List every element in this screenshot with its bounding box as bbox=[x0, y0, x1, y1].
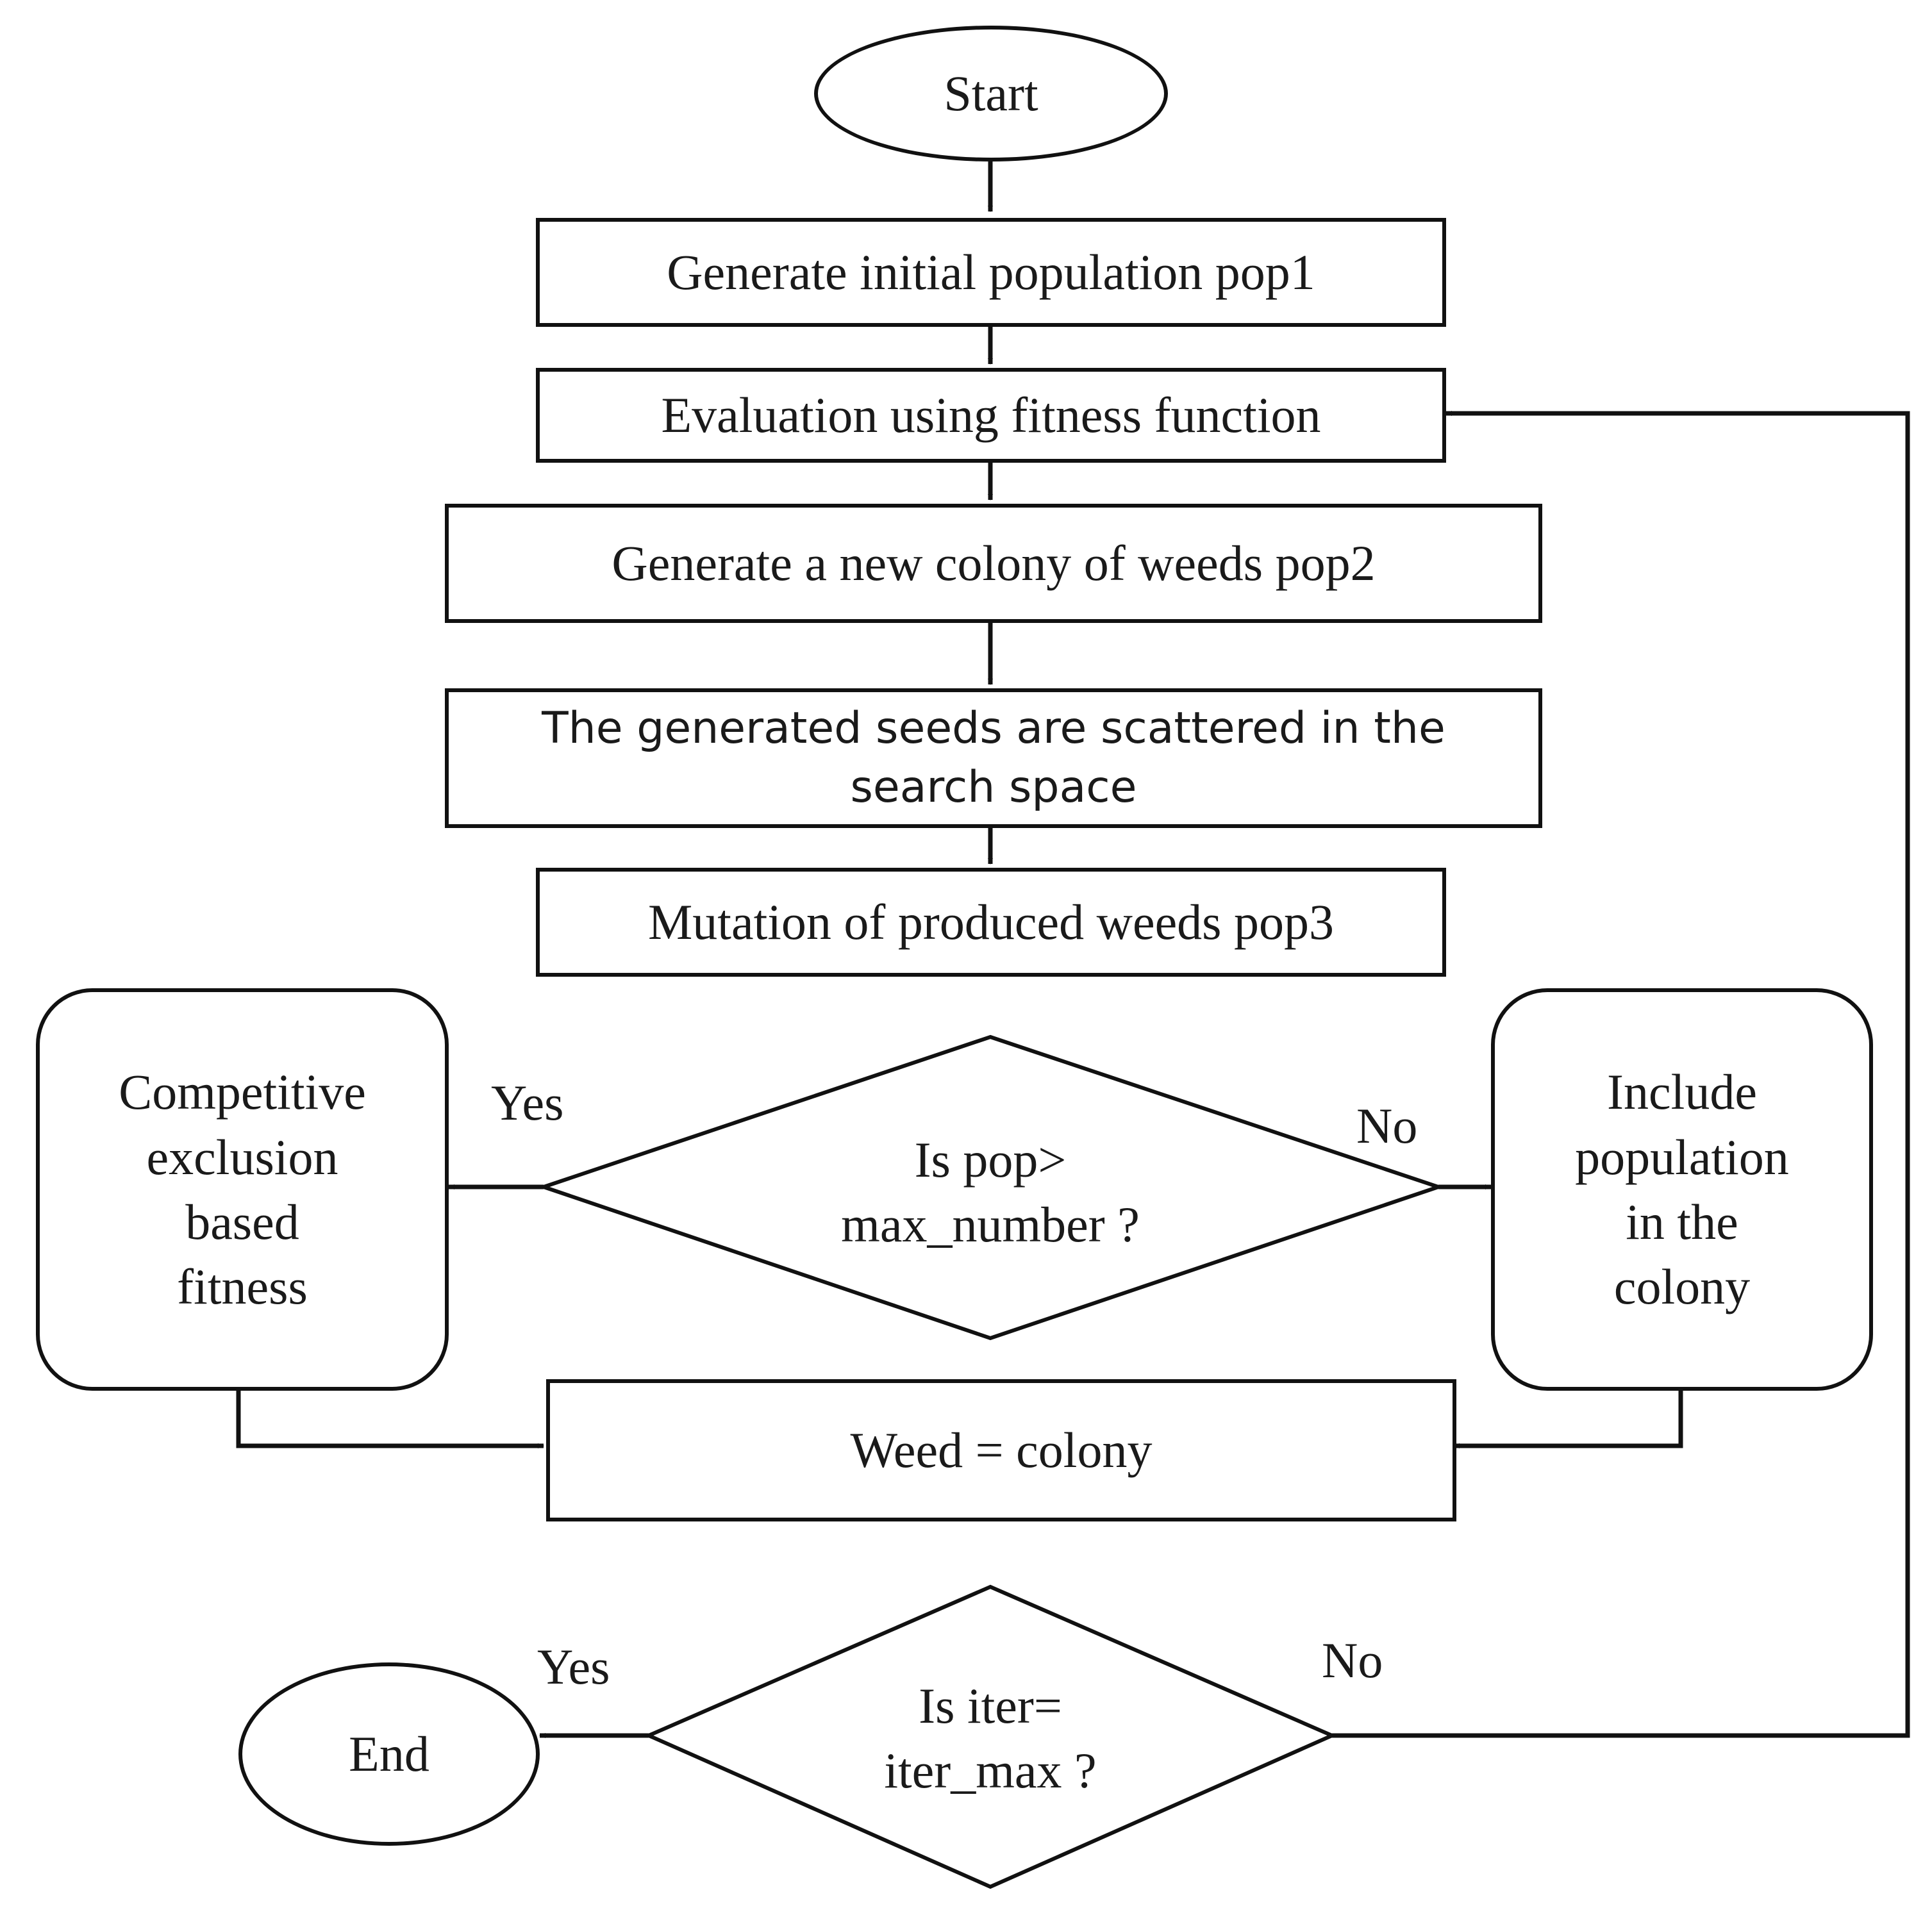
scatter-seeds-line-2: search space bbox=[850, 762, 1137, 813]
pop-yes-label: Yes bbox=[491, 1075, 564, 1131]
decision-pop-line-2: max_number ? bbox=[841, 1197, 1140, 1252]
include-line-2: population bbox=[1575, 1129, 1789, 1185]
decision-iter-text: Is iter= iter_max ? bbox=[801, 1674, 1179, 1802]
competitive-line-4: fitness bbox=[177, 1259, 308, 1315]
competitive-exclusion-box: Competitive exclusion based fitness bbox=[36, 988, 449, 1391]
include-line-1: Include bbox=[1607, 1064, 1757, 1120]
arrow-iter-no-loop bbox=[1332, 411, 1910, 1738]
generate-initial-population-label: Generate initial population pop1 bbox=[667, 244, 1315, 300]
mutation-box: Mutation of produced weeds pop3 bbox=[536, 868, 1446, 977]
evaluation-box: Evaluation using fitness function bbox=[536, 368, 1446, 463]
include-population-box: Include population in the colony bbox=[1491, 988, 1873, 1391]
generate-colony-label: Generate a new colony of weeds pop2 bbox=[612, 535, 1376, 591]
weed-colony-label: Weed = colony bbox=[850, 1422, 1153, 1478]
end-label: End bbox=[349, 1726, 429, 1782]
scatter-seeds-line-1: The generated seeds are scattered in the bbox=[542, 703, 1445, 754]
start-label: Start bbox=[944, 65, 1038, 121]
include-line-3: in the bbox=[1626, 1194, 1738, 1250]
start-terminal: Start bbox=[814, 26, 1168, 162]
generate-colony-box: Generate a new colony of weeds pop2 bbox=[445, 504, 1542, 623]
iter-yes-label: Yes bbox=[537, 1639, 610, 1695]
pop-no-label: No bbox=[1356, 1098, 1418, 1154]
generate-initial-population-box: Generate initial population pop1 bbox=[536, 218, 1446, 327]
competitive-line-3: based bbox=[185, 1194, 299, 1250]
decision-iter-line-2: iter_max ? bbox=[884, 1743, 1097, 1798]
competitive-line-1: Competitive bbox=[119, 1064, 366, 1120]
competitive-line-2: exclusion bbox=[146, 1129, 338, 1185]
scatter-seeds-box: The generated seeds are scattered in the… bbox=[445, 688, 1542, 828]
arrow-include-to-weed bbox=[1453, 1391, 1683, 1448]
decision-iter-shape bbox=[644, 1584, 1337, 1889]
arrow-competitive-to-weed bbox=[236, 1391, 544, 1448]
weed-colony-box: Weed = colony bbox=[546, 1379, 1456, 1521]
decision-pop-shape bbox=[537, 1034, 1445, 1341]
decision-iter-line-1: Is iter= bbox=[919, 1677, 1062, 1734]
include-line-4: colony bbox=[1613, 1259, 1751, 1315]
end-terminal: End bbox=[238, 1662, 540, 1846]
decision-pop-text: Is pop> max_number ? bbox=[737, 1128, 1244, 1256]
mutation-label: Mutation of produced weeds pop3 bbox=[647, 894, 1335, 950]
evaluation-label: Evaluation using fitness function bbox=[661, 387, 1321, 443]
decision-pop-line-1: Is pop> bbox=[914, 1131, 1067, 1188]
iter-no-label: No bbox=[1322, 1632, 1383, 1688]
